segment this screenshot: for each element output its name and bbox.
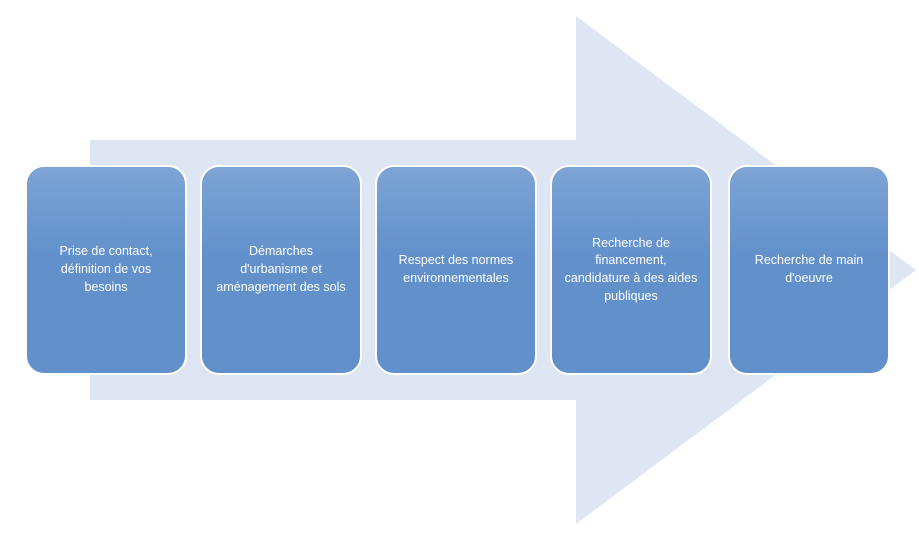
step-box-2: Démarches d'urbanisme et aménagement des… (200, 165, 362, 375)
step-box-5: Recherche de main d'oeuvre (728, 165, 890, 375)
step-box-1: Prise de contact, définition de vos beso… (25, 165, 187, 375)
step-label-1: Prise de contact, définition de vos beso… (59, 244, 153, 294)
step-box-3: Respect des normes environnementales (375, 165, 537, 375)
step-label-4: Recherche de financement, candidature à … (564, 235, 698, 303)
step-label-2: Démarches d'urbanisme et aménagement des… (216, 244, 346, 294)
step-box-4: Recherche de financement, candidature à … (550, 165, 712, 375)
step-label-5: Recherche de main d'oeuvre (754, 253, 864, 285)
step-label-3: Respect des normes environnementales (398, 253, 514, 285)
